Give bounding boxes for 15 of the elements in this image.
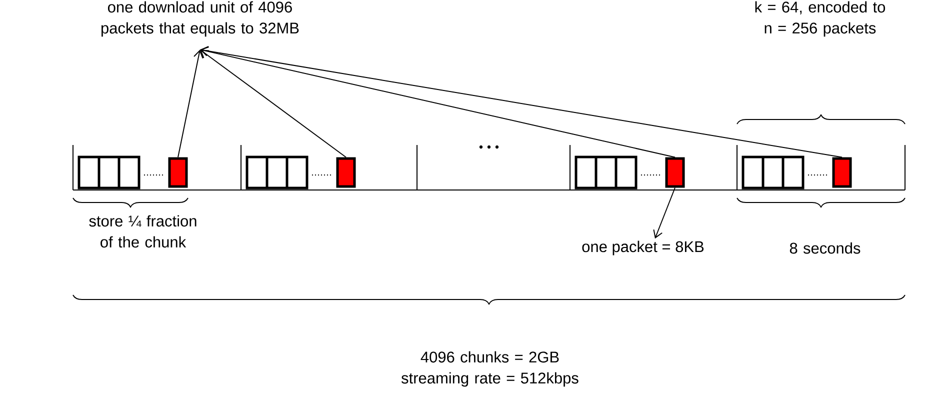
arrow (653, 187, 676, 239)
packet-box (336, 157, 356, 188)
packet-box (832, 157, 852, 188)
annotation-text: 8 seconds (790, 242, 860, 254)
annotation-text: 4096 chunks = 2GB streaming rate = 512kbps (401, 351, 578, 387)
annotation-text: one packet = 8KB (582, 240, 704, 256)
arrow (178, 50, 204, 158)
arrow (200, 46, 842, 158)
annotation-text: store ¼ fraction of the chunk (89, 215, 196, 248)
arrow (200, 50, 346, 158)
packet-box (168, 157, 188, 188)
annotation-text: k = 64, encoded to n = 256 packets (755, 1, 886, 37)
packet-box (665, 157, 685, 188)
arrow (200, 46, 676, 158)
annotation-text: one download unit of 4096 packets that equals to 32MB (102, 1, 299, 37)
